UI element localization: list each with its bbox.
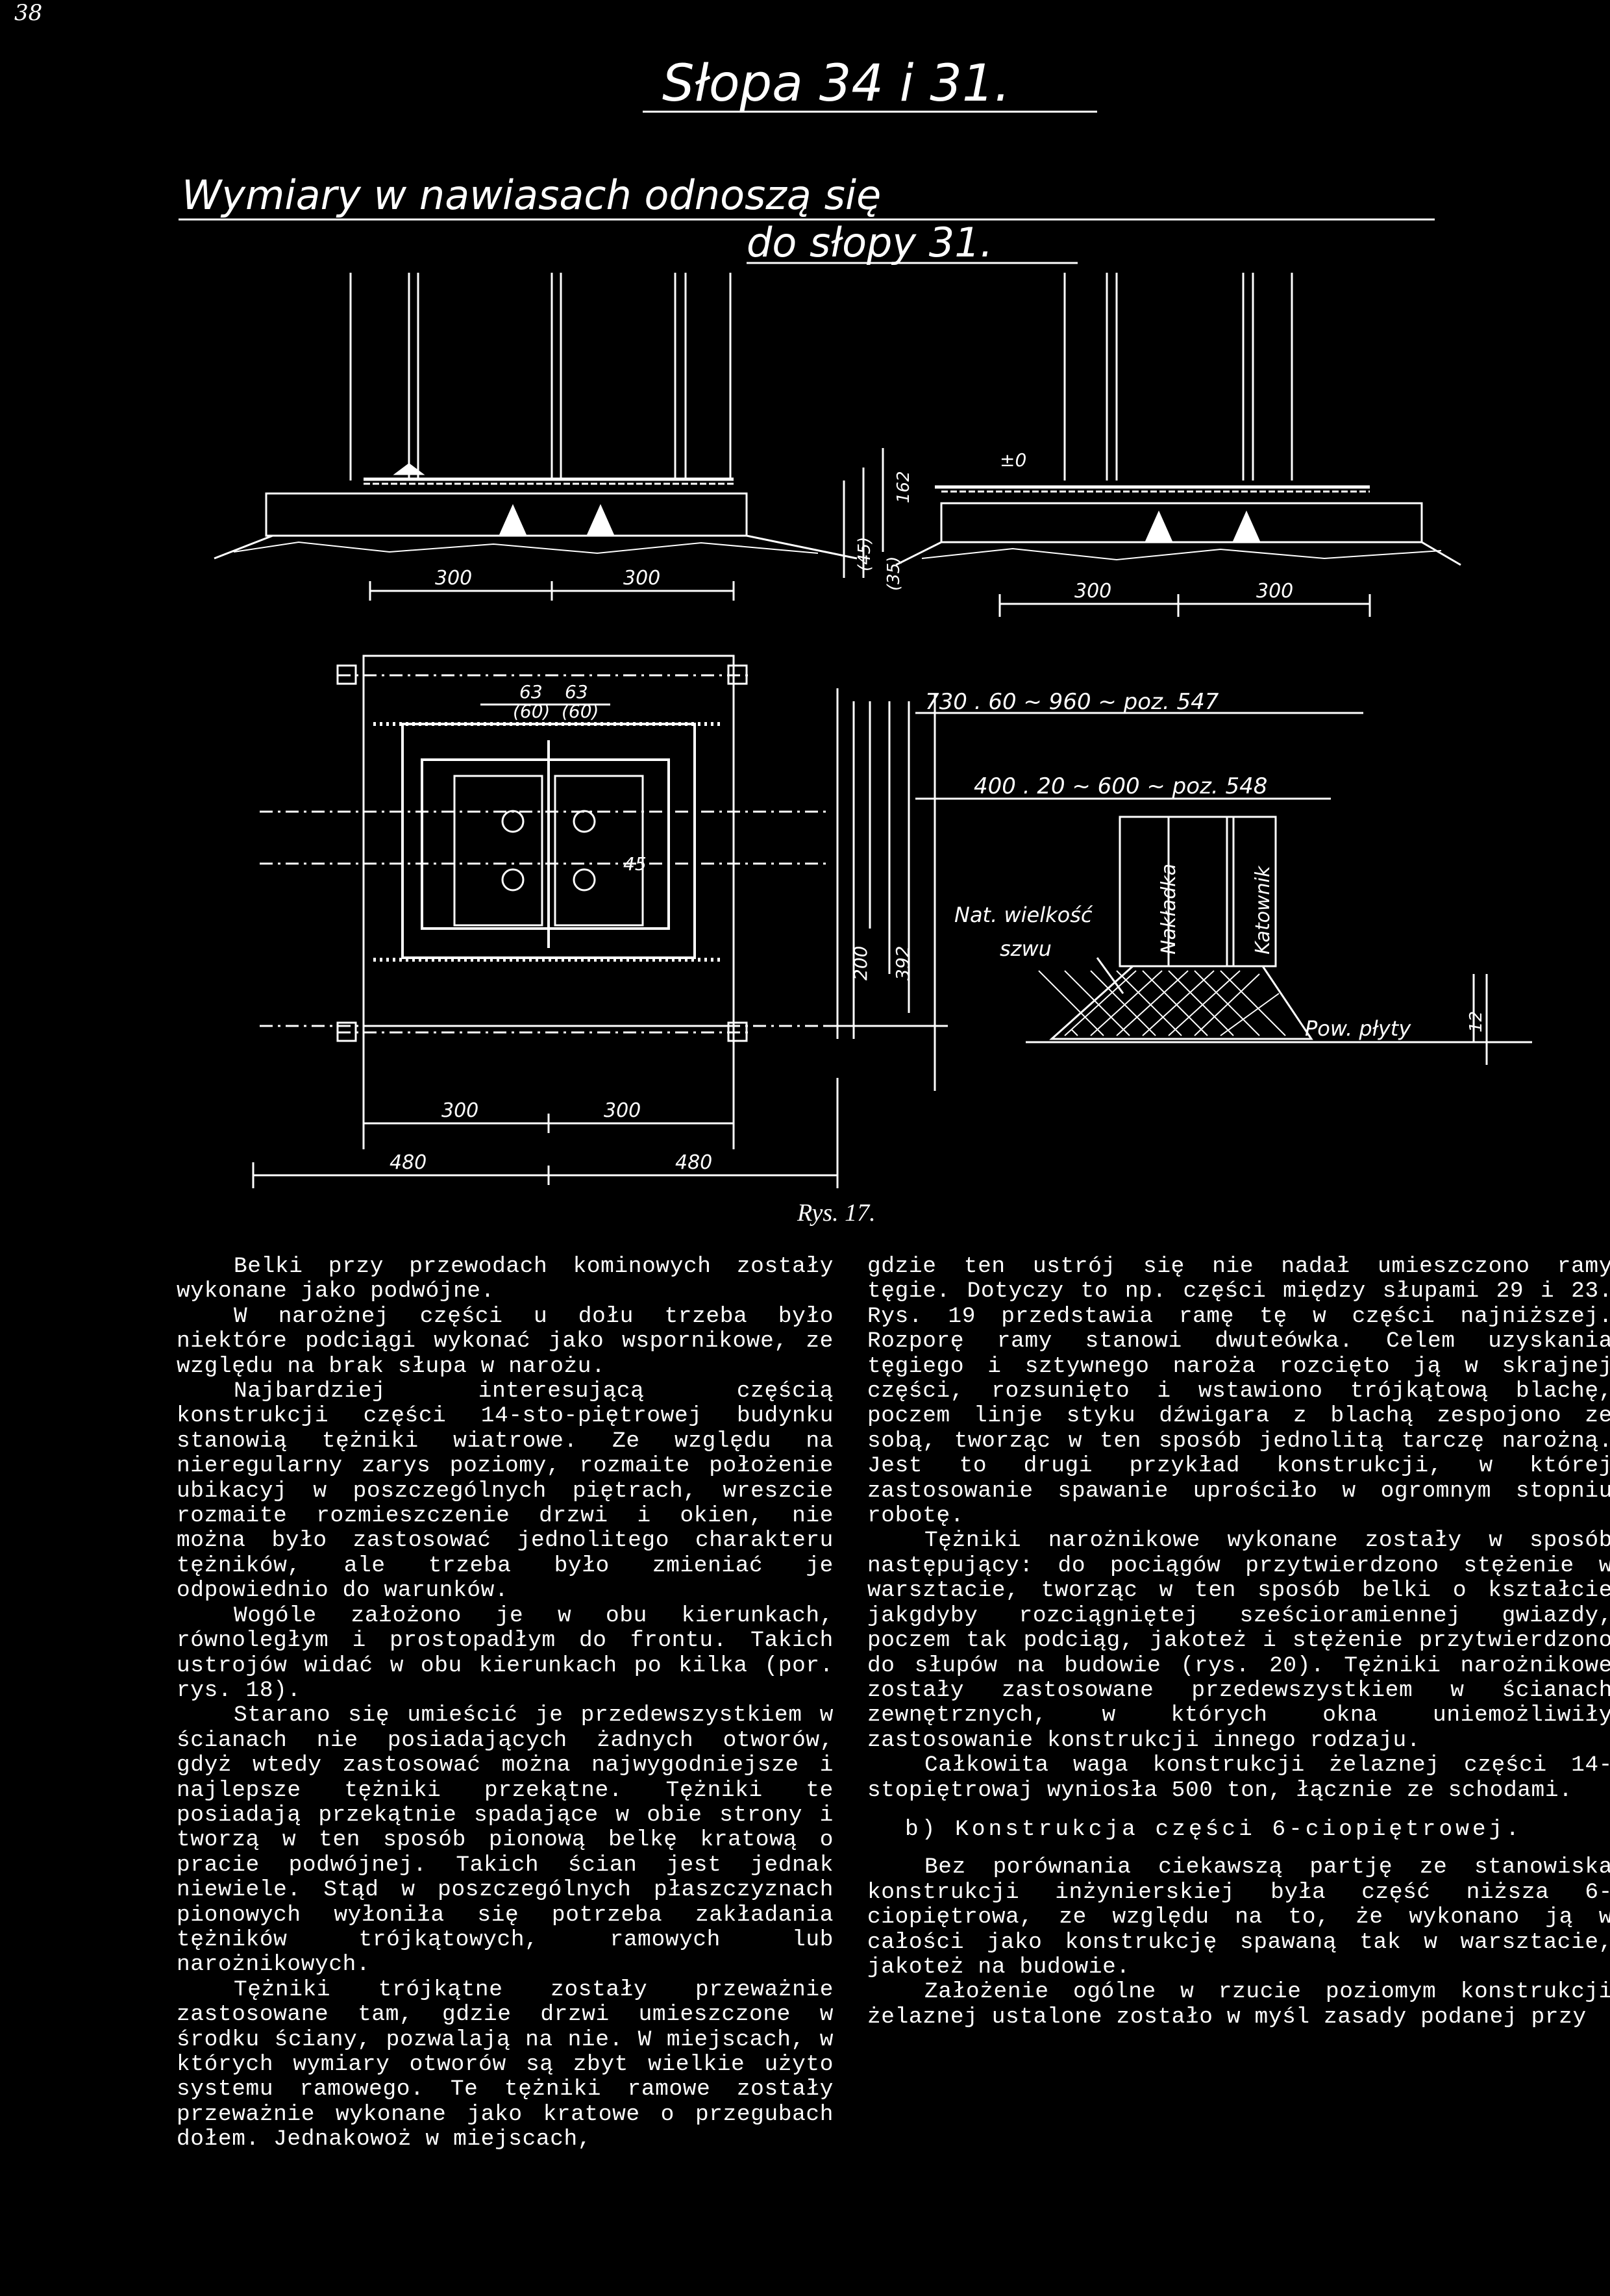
- paragraph: Najbardziej interesującą częścią konstru…: [177, 1379, 834, 1604]
- section-heading: b) Konstrukcja części 6-ciopiętrowej.: [905, 1816, 1523, 1842]
- figure-title: Słopa 34 i 31.: [662, 55, 1010, 113]
- level-mark: ±0: [1000, 449, 1026, 471]
- dim-label: 162: [894, 471, 913, 503]
- paragraph: Tężniki narożnikowe wykonane zostały w s…: [867, 1528, 1610, 1753]
- technical-drawing: Słopa 34 i 31. Wymiary w nawiasach odnos…: [179, 55, 1532, 1188]
- dim-label: 300: [435, 567, 472, 590]
- dim-label: 12: [1467, 1011, 1486, 1032]
- paragraph: gdzie ten ustrój się nie nadał umieszczo…: [867, 1254, 1610, 1529]
- paragraph: Założenie ogólne w rzucie poziomym konst…: [867, 1979, 1610, 2030]
- beam-label-547: 730 . 60 ~ 960 ~ poz. 547: [925, 689, 1219, 715]
- dim-label: 200: [850, 946, 871, 980]
- dim-label: 300: [1256, 580, 1293, 603]
- right-elevation: [843, 273, 1461, 617]
- paragraph: Całkowita waga konstrukcji żelaznej częś…: [867, 1753, 1610, 1803]
- figure-subtitle-1: Wymiary w nawiasach odnoszą się: [182, 171, 881, 219]
- page-number: 38: [14, 0, 43, 26]
- nakladka-label: Nakładka: [1158, 864, 1180, 955]
- dim-label: 300: [1074, 580, 1111, 603]
- dim-label: 300: [604, 1099, 641, 1122]
- figure-caption: Rys. 17.: [797, 1199, 876, 1227]
- paragraph: Belki przy przewodach kominowych zostały…: [177, 1254, 834, 1304]
- dim-label: 392: [892, 946, 913, 980]
- dim-label: 300: [623, 567, 660, 590]
- paragraph: Starano się umieścić je przedewszystkiem…: [177, 1703, 834, 1978]
- weld-size-label-2: szwu: [1000, 936, 1052, 961]
- text-column-right: gdzie ten ustrój się nie nadał umieszczo…: [867, 1254, 1610, 2030]
- weld-size-label: Nat. wielkość: [954, 903, 1093, 927]
- dim-label: 480: [675, 1151, 712, 1174]
- dim-label: 480: [390, 1151, 427, 1174]
- figure-subtitle-2: do słopy 31.: [747, 219, 993, 266]
- dim-label: (45): [855, 537, 874, 571]
- dim-label: (60): [562, 701, 599, 722]
- dim-label: 63: [565, 681, 588, 703]
- text-column-left: Belki przy przewodach kominowych zostały…: [177, 1254, 834, 2152]
- dim-label: 45: [623, 853, 647, 875]
- dim-label: 300: [441, 1099, 478, 1122]
- plan-view: [252, 655, 948, 1188]
- plate-label: Pow. płyty: [1305, 1016, 1411, 1041]
- paragraph: W narożnej części u dołu trzeba było nie…: [177, 1303, 834, 1379]
- dim-label: (35): [884, 556, 904, 591]
- paragraph: Tężniki trójkątne zostały przeważnie zas…: [177, 1977, 834, 2152]
- dim-label: (60): [513, 701, 550, 722]
- katownik-label: Katownik: [1252, 865, 1274, 955]
- section-detail: [915, 712, 1532, 1065]
- paragraph: Bez porównania ciekawszą partję ze stano…: [867, 1854, 1610, 1980]
- dim-label: 63: [519, 681, 543, 703]
- paragraph: Wogóle założono je w obu kierunkach, rów…: [177, 1603, 834, 1703]
- beam-label-548: 400 . 20 ~ 600 ~ poz. 548: [974, 773, 1267, 799]
